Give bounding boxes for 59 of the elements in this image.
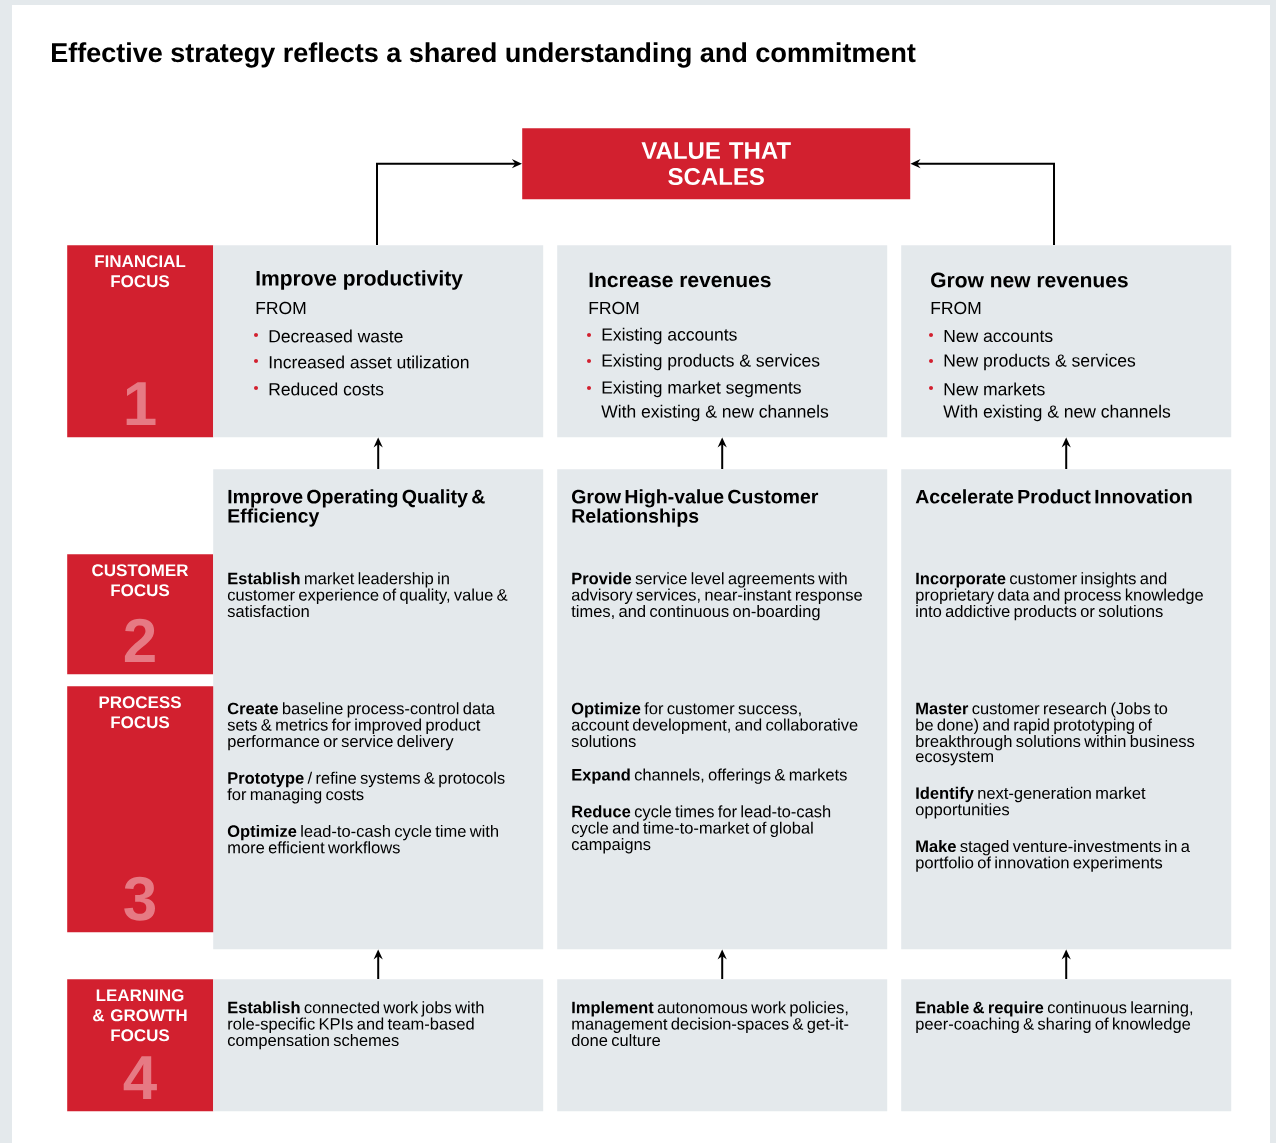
objective-box — [213, 245, 544, 438]
objective-box — [901, 245, 1232, 438]
paragraph: Reduce cycle times for lead-to-cash cycle and time-to-market of global campaigns — [571, 805, 831, 854]
paragraph: Expand channels, offerings & markets — [572, 768, 847, 784]
title: Effective strategy reflects a shared understanding and commitment — [52, 42, 916, 68]
paragraph: Provide service level agreements with advisory services, near-instant response times, and continuous on-boarding — [571, 572, 862, 621]
subheading: FROM — [931, 301, 981, 315]
heading: Increase revenues — [589, 272, 771, 288]
big-number: 4 — [123, 1056, 157, 1099]
focus-box — [67, 686, 214, 933]
paragraph: Optimize for customer success, account development, and collaborative solutions — [571, 702, 858, 748]
focus-label: PROCESS FOCUS — [99, 696, 181, 729]
focus-label: FINANCIAL FOCUS — [95, 255, 186, 288]
big-number: 1 — [126, 382, 156, 425]
heading: Accelerate Product Innovation — [915, 489, 1192, 504]
bullet-item: Increased asset utilization — [254, 355, 469, 369]
bullet-item: Decreased waste — [254, 329, 403, 343]
bullet-item: New accounts — [929, 329, 1053, 343]
paragraph: Optimize lead-to-cash cycle time with more efficient workflows — [227, 824, 498, 854]
bullet-item: New products & services — [929, 353, 1136, 371]
focus-box — [67, 245, 214, 438]
focus-box — [67, 979, 214, 1112]
strategy-box — [213, 469, 544, 950]
heading: VALUE THAT SCALES — [641, 142, 791, 186]
paragraph: Incorporate customer insights and proprietary data and process knowledge into addictive products or solutions — [916, 572, 1203, 621]
heading: Improve Operating Quality & Efficiency — [228, 489, 485, 527]
heading: Improve productivity — [256, 270, 463, 290]
value-box — [522, 128, 911, 200]
paragraph: Establish connected work jobs with role-specific KPIs and team-based compensation schemes — [227, 1001, 484, 1050]
enabler-box — [557, 979, 888, 1112]
focus-box — [67, 554, 214, 675]
focus-label: CUSTOMER FOCUS — [92, 564, 189, 597]
paragraph: Create baseline process-control data sets & metrics for improved product performance or service delivery — [227, 702, 495, 751]
text-line: With existing & new channels — [943, 404, 1171, 422]
bullet-item: Reduced costs — [254, 382, 384, 396]
objective-box — [557, 245, 888, 438]
bullet-item: New markets — [929, 382, 1045, 396]
big-number: 2 — [124, 618, 155, 662]
strategy-box — [901, 469, 1232, 950]
subheading: FROM — [589, 301, 639, 315]
big-number: 3 — [124, 876, 155, 921]
paragraph: Establish market leadership in customer experience of quality, value & satisfaction — [227, 572, 508, 618]
paragraph: Identify next-generation market opportunities — [915, 786, 1146, 819]
heading: Grow High-value Customer Relationships — [572, 489, 819, 527]
paragraph: Make staged venture-investments in a portfolio of innovation experiments — [916, 840, 1190, 872]
enabler-box — [213, 979, 544, 1112]
paragraph: Implement autonomous work policies, management decision-spaces & get-it-done culture — [571, 1001, 849, 1047]
bullet-item: Existing accounts — [587, 327, 737, 345]
subheading: FROM — [256, 301, 306, 315]
text-line: With existing & new channels — [601, 404, 829, 422]
bullet-item: Existing products & services — [587, 353, 820, 371]
bullet-item: Existing market segments — [587, 380, 801, 398]
focus-label: LEARNING & GROWTH FOCUS — [93, 989, 187, 1042]
paragraph: Master customer research (Jobs to be done) and rapid prototyping of breakthrough solutions within business ecosystem — [915, 702, 1195, 766]
strategy-box — [557, 469, 888, 950]
paragraph: Prototype / refine systems & protocols for managing costs — [227, 771, 505, 804]
heading: Grow new revenues — [931, 272, 1128, 288]
paragraph: Enable & require continuous learning, peer-coaching & sharing of knowledge — [916, 1001, 1193, 1033]
enabler-box — [901, 979, 1232, 1112]
